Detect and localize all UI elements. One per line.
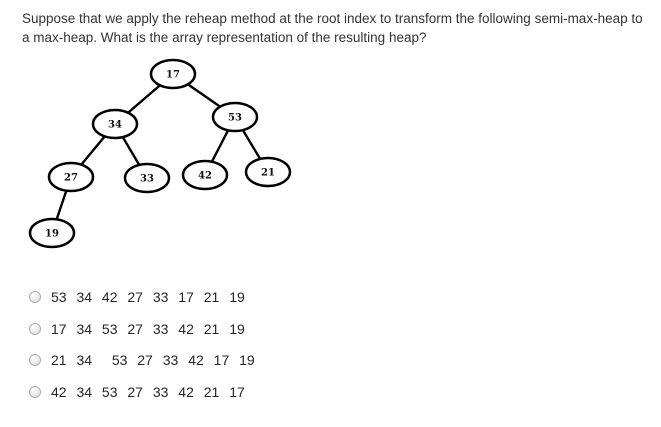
tree-node-33: 33 — [123, 162, 171, 194]
tree-node-value: 21 — [261, 168, 275, 179]
option-label-4: 42 34 53 27 33 42 21 17 — [51, 383, 245, 400]
radio-button-option-1[interactable] — [29, 290, 41, 303]
tree-node-19: 19 — [28, 217, 76, 249]
tree-node-value: 33 — [140, 174, 154, 185]
tree-node-53: 53 — [211, 101, 259, 133]
tree-node-value: 19 — [45, 229, 59, 240]
question-text: Suppose that we apply the reheap method … — [22, 11, 643, 45]
option-label-1: 53 34 42 27 33 17 21 19 — [51, 288, 245, 305]
tree-node-value: 53 — [228, 113, 242, 124]
tree-node-42: 42 — [181, 159, 229, 191]
option-label-3: 21 34 53 27 33 42 17 19 — [51, 352, 255, 369]
radio-button-option-2[interactable] — [29, 322, 41, 335]
answer-option-1[interactable]: 53 34 42 27 33 17 21 19 — [29, 281, 255, 313]
tree-node-value: 17 — [166, 70, 180, 81]
radio-button-option-4[interactable] — [29, 385, 41, 398]
answer-option-2[interactable]: 17 34 53 27 33 42 21 19 — [29, 313, 255, 345]
answer-option-3[interactable]: 21 34 53 27 33 42 17 19 — [29, 344, 255, 376]
tree-node-value: 27 — [64, 173, 78, 184]
option-label-2: 17 34 53 27 33 42 21 19 — [51, 320, 245, 337]
tree-node-27: 27 — [47, 161, 95, 193]
tree-node-34: 34 — [91, 108, 139, 140]
tree-node-21: 21 — [244, 156, 292, 188]
tree-node-value: 34 — [108, 120, 122, 131]
tree-node-value: 42 — [198, 171, 212, 182]
radio-button-option-3[interactable] — [29, 354, 41, 367]
tree-node-17: 17 — [149, 58, 197, 90]
answer-option-4[interactable]: 42 34 53 27 33 42 21 17 — [29, 376, 255, 408]
answer-options: 53 34 42 27 33 17 21 19 17 34 53 27 33 4… — [29, 281, 255, 408]
